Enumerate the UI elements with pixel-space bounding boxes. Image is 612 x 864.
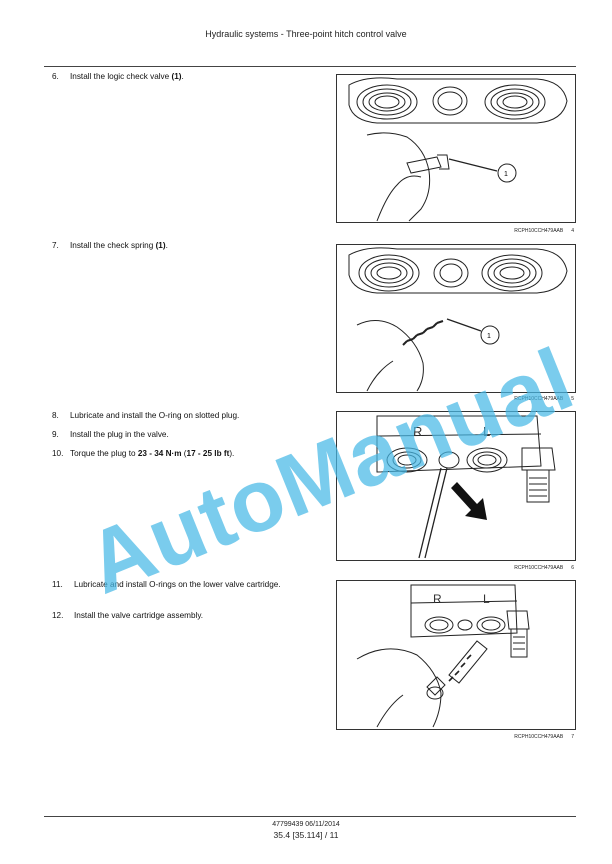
step-text: Install the logic check valve	[70, 72, 172, 81]
header-rule	[44, 66, 576, 67]
step-tail: .	[165, 241, 168, 250]
figure-code: RCPH10CCH479AAB	[514, 396, 564, 402]
step-number: 10.	[52, 449, 64, 458]
port-label-l: L	[483, 424, 490, 439]
figure-5-caption: RCPH10CCH479AAB 5	[336, 396, 574, 402]
document-reference: 47799439 06/11/2014	[272, 821, 340, 828]
valve-photo-illustration: 1	[348, 77, 568, 222]
footer-rule	[44, 816, 576, 817]
step-number: 12.	[52, 611, 64, 620]
check-valve-part	[406, 156, 442, 174]
step-text: Install the valve cartridge assembly.	[74, 611, 204, 620]
port-label-l: L	[483, 592, 490, 606]
callout-label: 1	[504, 171, 508, 178]
step-text: Lubricate and install the O-ring on slot…	[70, 411, 240, 420]
figure-code: RCPH10CCH479AAB	[514, 734, 564, 740]
figure-7-caption: RCPH10CCH479AAB 7	[336, 734, 574, 740]
step-ref: (1)	[155, 241, 166, 250]
screwdriver	[418, 467, 442, 559]
step-9: 9. Install the plug in the valve.	[52, 429, 322, 442]
figure-4-caption: RCPH10CCH479AAB 4	[336, 228, 574, 234]
step-number: 8.	[52, 411, 59, 420]
figure-number: 7	[571, 734, 574, 740]
figure-number: 6	[571, 565, 574, 571]
cartridge-photo-illustration: R L	[356, 584, 530, 728]
torque-imperial: 17 - 25 lb ft	[186, 449, 230, 458]
figure-number: 4	[571, 228, 574, 234]
hand-outline	[366, 132, 431, 222]
valve-body-outline	[348, 77, 568, 124]
step-number: 6.	[52, 72, 59, 81]
step-10: 10. Torque the plug to 23 - 34 N·m (17 - …	[52, 448, 322, 461]
valve-cartridge	[448, 640, 488, 684]
port-label-r: R	[413, 424, 422, 439]
step-tail: .	[181, 72, 184, 81]
step-text: Install the check spring	[70, 241, 156, 250]
step-number: 7.	[52, 241, 59, 250]
spring-coil	[402, 320, 444, 346]
figure-7: R L	[336, 580, 576, 730]
figure-6-caption: RCPH10CCH479AAB 6	[336, 565, 574, 571]
callout-label: 1	[487, 333, 491, 340]
step-tail: ).	[229, 449, 235, 458]
step-text: Torque the plug to	[70, 449, 138, 458]
figure-code: RCPH10CCH479AAB	[514, 565, 564, 571]
step-number: 9.	[52, 430, 59, 439]
step-ref: (1)	[171, 72, 182, 81]
torque-metric: 23 - 34 N·m	[137, 449, 182, 458]
step-text: Lubricate and install O-rings on the low…	[74, 580, 281, 589]
figure-number: 5	[571, 396, 574, 402]
figure-6: R L	[336, 411, 576, 561]
step-number: 11.	[52, 580, 63, 589]
figure-4: 1	[336, 74, 576, 223]
step-12: 12. Install the valve cartridge assembly.	[52, 610, 322, 623]
step-6: 6. Install the logic check valve (1).	[52, 71, 322, 84]
step-mid: (	[181, 449, 187, 458]
figure-5: 1	[336, 244, 576, 393]
step-7: 7. Install the check spring (1).	[52, 240, 322, 253]
page-number: 35.4 [35.114] / 11	[273, 830, 339, 840]
arrow-icon	[451, 482, 487, 520]
page-header: Hydraulic systems - Three-point hitch co…	[205, 29, 407, 39]
port-label-r: R	[433, 592, 442, 606]
spring-photo-illustration: 1	[348, 247, 568, 392]
step-8: 8. Lubricate and install the O-ring on sl…	[52, 410, 322, 423]
figure-code: RCPH10CCH479AAB	[514, 228, 564, 234]
step-11: 11. Lubricate and install O-rings on the …	[52, 579, 322, 592]
step-text: Install the plug in the valve.	[70, 430, 169, 439]
plug-photo-illustration: R L	[376, 415, 556, 559]
